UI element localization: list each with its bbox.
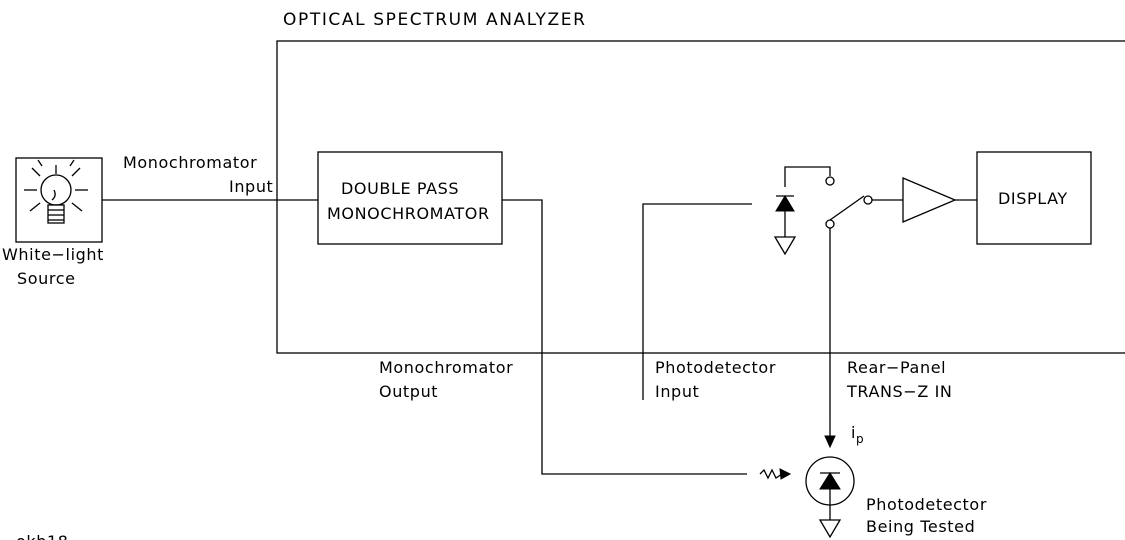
analyzer-title: OPTICAL SPECTRUM ANALYZER	[283, 10, 587, 30]
mono-output-label-line1: Monochromator	[379, 358, 513, 377]
input-selector-switch-icon	[825, 176, 903, 229]
monochromator-block	[317, 151, 503, 245]
pd-input-label-line1: Photodetector	[655, 358, 776, 377]
current-arrow-icon	[824, 415, 836, 449]
current-symbol: i	[851, 423, 856, 442]
pd-input-label-line2: Input	[655, 382, 699, 401]
display-block	[976, 151, 1092, 245]
current-subscript: p	[856, 432, 864, 446]
internal-photodiode-icon	[775, 166, 831, 237]
display-label: DISPLAY	[998, 189, 1068, 208]
mono-input-label-line1: Monochromator	[123, 153, 257, 172]
dut-label-line2: Being Tested	[866, 517, 975, 536]
photodetector-input-line	[642, 203, 752, 400]
rear-panel-label-line2: TRANS−Z IN	[846, 382, 952, 401]
current-label: ip	[851, 423, 864, 446]
monochromator-label-line2: MONOCHROMATOR	[327, 204, 490, 223]
white-light-bulb-icon	[15, 157, 103, 243]
rear-panel-label-line1: Rear−Panel	[847, 358, 946, 377]
mono-output-label-line2: Output	[379, 382, 438, 401]
mono-input-label-line2: Input	[229, 177, 273, 196]
analyzer-enclosure	[276, 40, 1125, 354]
dut-label-line1: Photodetector	[866, 495, 987, 514]
monochromator-label-line1: DOUBLE PASS	[341, 179, 459, 198]
dut-ground-icon	[818, 519, 842, 539]
source-label-line2: Source	[17, 269, 76, 288]
internal-ground-icon	[773, 236, 797, 256]
output-fiber-line	[502, 199, 747, 475]
dut-photodiode-icon	[805, 456, 855, 520]
light-arrow-icon	[759, 468, 792, 480]
amplifier-icon	[902, 177, 957, 223]
source-label-line1: White−light	[2, 245, 104, 264]
figure-id: okb18	[16, 532, 69, 540]
